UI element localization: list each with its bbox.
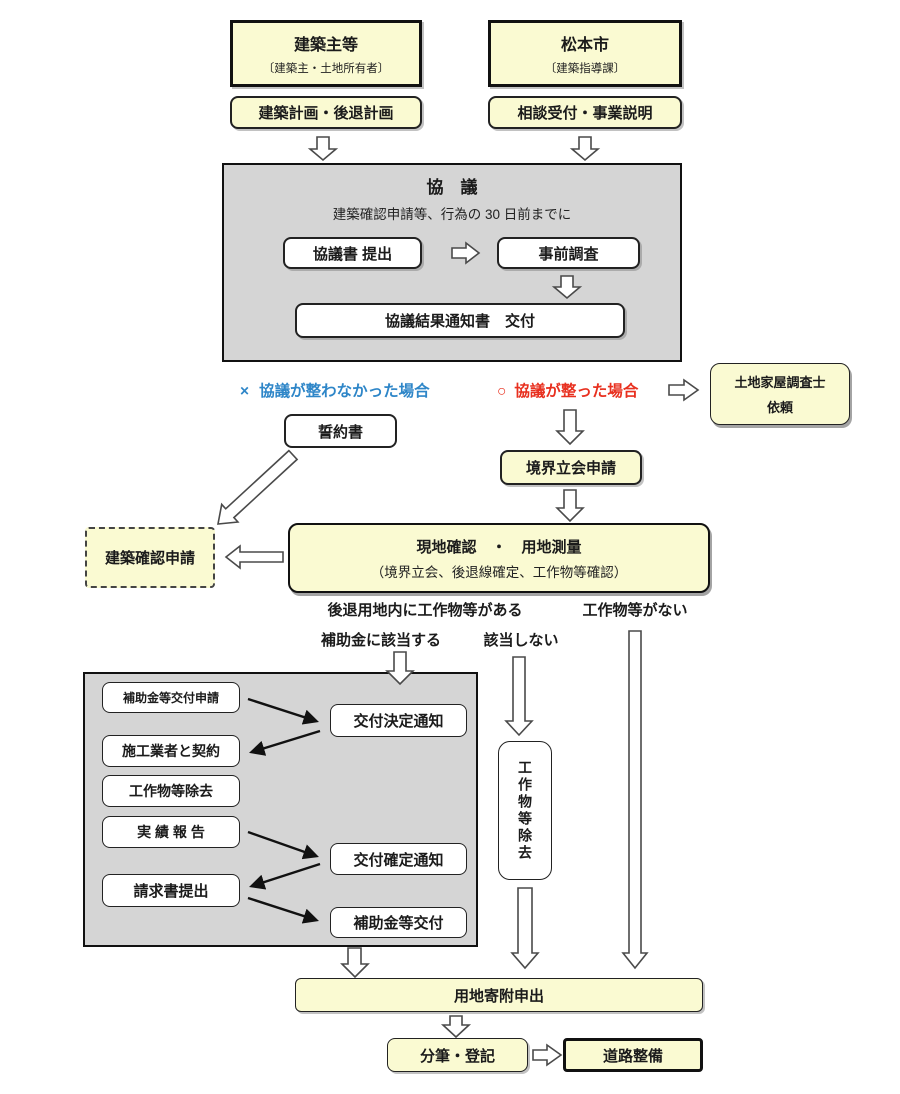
surveyor-box: 土地家屋調査士 依頼 xyxy=(710,363,850,425)
registration-label: 分筆・登記 xyxy=(419,1047,495,1065)
owner-plan-box: 建築計画・後退計画 xyxy=(230,96,422,129)
removal-step-box: 工作物等除去 xyxy=(102,775,240,807)
arrow-down-boundary xyxy=(555,489,585,523)
site-check-box: 現地確認 ・ 用地測量 （境界立会、後退線確定、工作物等確認） xyxy=(288,523,710,593)
owner-plan-label: 建築計画・後退計画 xyxy=(258,105,394,122)
arrow-down-no-structures xyxy=(621,630,649,970)
arrow-down-ok-branch xyxy=(555,409,585,446)
invoice-label: 請求書提出 xyxy=(133,883,209,900)
arrow-diagonal-pledge xyxy=(217,449,299,525)
surveyor-line1: 土地家屋調査士 xyxy=(734,375,826,390)
arrow-down-city xyxy=(569,136,601,162)
grant-label: 補助金等交付 xyxy=(353,915,444,932)
consultation-submit-label: 協議書 提出 xyxy=(312,245,393,263)
branch-fail-label: ×協議が整わなかった場合 xyxy=(240,383,430,400)
branch-ok-label: ○協議が整った場合 xyxy=(497,383,639,400)
site-check-line1: 現地確認 ・ 用地測量 xyxy=(416,538,582,556)
arrow-left-to-confirmation xyxy=(224,544,284,570)
road-label: 道路整備 xyxy=(602,1047,663,1065)
label-has-structures: 後退用地内に工作物等がある xyxy=(327,602,523,619)
fail-mark-icon: × xyxy=(240,383,250,400)
final-notice-box: 交付確定通知 xyxy=(330,843,467,875)
label-subsidy-applicable: 補助金に該当する xyxy=(320,632,442,649)
arrow-down-after-removal xyxy=(510,887,540,970)
arrow-down-after-subsidy xyxy=(340,947,370,979)
city-title: 松本市 xyxy=(560,37,609,54)
consultation-result-label: 協議結果通知書 交付 xyxy=(384,313,535,330)
boundary-request-box: 境界立会申請 xyxy=(500,450,642,485)
pre-survey-label: 事前調査 xyxy=(538,245,599,263)
donation-label: 用地寄附申出 xyxy=(453,987,544,1005)
subsidy-apply-box: 補助金等交付申請 xyxy=(102,682,240,713)
subsidy-apply-label: 補助金等交付申請 xyxy=(122,691,219,705)
city-box: 松本市 〔建築指導課〕 xyxy=(488,20,682,87)
removal-vertical-box: 工作物等除去 xyxy=(498,741,552,880)
contract-box: 施工業者と契約 xyxy=(102,735,240,767)
grant-box: 補助金等交付 xyxy=(330,907,467,938)
consultation-subtitle: 建築確認申請等、行為の 30 日前までに xyxy=(332,207,572,222)
owner-title: 建築主等 xyxy=(293,37,358,54)
consultation-result-box: 協議結果通知書 交付 xyxy=(295,303,625,338)
removal-step-label: 工作物等除去 xyxy=(129,783,213,799)
final-notice-label: 交付確定通知 xyxy=(353,851,444,869)
consultation-title: 協 議 xyxy=(426,178,478,197)
owner-box: 建築主等 〔建築主・土地所有者〕 xyxy=(230,20,422,87)
arrow-down-not-applicable xyxy=(504,656,534,737)
pledge-label: 誓約書 xyxy=(317,423,363,441)
contract-label: 施工業者と契約 xyxy=(122,743,220,759)
building-confirmation-box: 建築確認申請 xyxy=(85,527,215,588)
arrow-right-to-road xyxy=(532,1043,563,1067)
decision-notice-box: 交付決定通知 xyxy=(330,704,467,737)
ok-mark-icon: ○ xyxy=(497,383,507,400)
boundary-request-label: 境界立会申請 xyxy=(525,460,616,477)
city-subtitle: 〔建築指導課〕 xyxy=(544,63,626,75)
consultation-submit-box: 協議書 提出 xyxy=(283,237,422,269)
city-plan-box: 相談受付・事業説明 xyxy=(488,96,682,129)
removal-vertical-label: 工作物等除去 xyxy=(517,759,533,862)
report-box: 実 績 報 告 xyxy=(102,816,240,848)
pledge-box: 誓約書 xyxy=(284,414,397,448)
owner-subtitle: 〔建築主・土地所有者〕 xyxy=(262,63,390,75)
label-not-applicable: 該当しない xyxy=(483,632,559,649)
invoice-box: 請求書提出 xyxy=(102,874,240,907)
pre-survey-box: 事前調査 xyxy=(497,237,640,269)
donation-box: 用地寄附申出 xyxy=(295,978,703,1012)
arrow-down-donation xyxy=(440,1015,472,1039)
city-plan-label: 相談受付・事業説明 xyxy=(517,105,653,122)
arrow-right-to-surveyor xyxy=(668,378,700,402)
registration-box: 分筆・登記 xyxy=(387,1038,528,1072)
arrow-down-owner xyxy=(307,136,339,162)
label-no-structures: 工作物等がない xyxy=(582,602,688,619)
site-check-line2: （境界立会、後退線確定、工作物等確認） xyxy=(370,564,628,580)
report-label: 実 績 報 告 xyxy=(137,824,205,840)
building-confirmation-label: 建築確認申請 xyxy=(104,550,195,567)
surveyor-line2: 依頼 xyxy=(766,400,793,415)
road-box: 道路整備 xyxy=(563,1038,703,1072)
decision-notice-label: 交付決定通知 xyxy=(353,713,444,730)
